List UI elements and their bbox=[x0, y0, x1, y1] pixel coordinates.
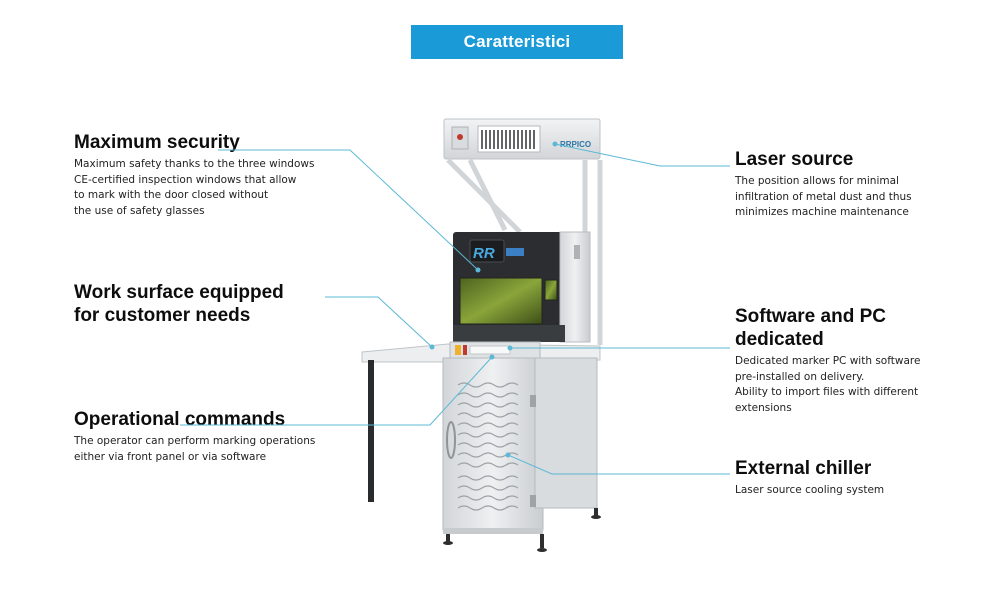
callout-leader-lines bbox=[180, 143, 730, 475]
feature-description: The operator can perform marking operati… bbox=[74, 435, 316, 463]
feature-description: Dedicated marker PC with software pre-in… bbox=[735, 355, 921, 414]
callout-dots bbox=[429, 141, 558, 458]
feature-laser-source: Laser source The position allows for min… bbox=[735, 148, 975, 221]
leader-laser-source bbox=[554, 143, 730, 167]
leader-external-chiller bbox=[507, 454, 730, 475]
feature-description: The position allows for minimal infiltra… bbox=[735, 175, 912, 218]
support-frame bbox=[446, 158, 603, 345]
control-panel bbox=[449, 341, 541, 359]
feature-title: Laser source bbox=[735, 149, 854, 170]
leader-work-surface bbox=[325, 296, 433, 348]
leader-maximum-security bbox=[218, 149, 479, 271]
marking-head-enclosure: RR bbox=[453, 231, 591, 343]
feature-title: Work surface equipped for customer needs bbox=[74, 282, 284, 326]
logo-text: RR bbox=[473, 245, 495, 262]
leader-operational-commands bbox=[180, 356, 493, 426]
machine-feet bbox=[443, 508, 601, 552]
feature-description: Maximum safety thanks to the three windo… bbox=[74, 158, 315, 217]
feature-title: External chiller bbox=[735, 458, 872, 479]
laser-source-unit: RRPICO bbox=[443, 118, 601, 160]
feature-maximum-security: Maximum security Maximum safety thanks t… bbox=[74, 131, 344, 219]
feature-title: Maximum security bbox=[74, 132, 240, 153]
feature-title: Software and PC dedicated bbox=[735, 306, 886, 350]
feature-description: Laser source cooling system bbox=[735, 484, 885, 496]
section-title-badge: Caratteristici bbox=[411, 25, 623, 59]
feature-work-surface: Work surface equipped for customer needs bbox=[74, 281, 334, 327]
indicator-light-icon bbox=[457, 134, 463, 140]
feature-software-pc: Software and PC dedicated Dedicated mark… bbox=[735, 305, 975, 416]
inspection-window bbox=[459, 277, 543, 325]
brand-label: RRPICO bbox=[560, 140, 591, 149]
door-handle bbox=[446, 421, 456, 459]
pc-cabinet bbox=[442, 357, 598, 534]
feature-external-chiller: External chiller Laser source cooling sy… bbox=[735, 457, 975, 499]
